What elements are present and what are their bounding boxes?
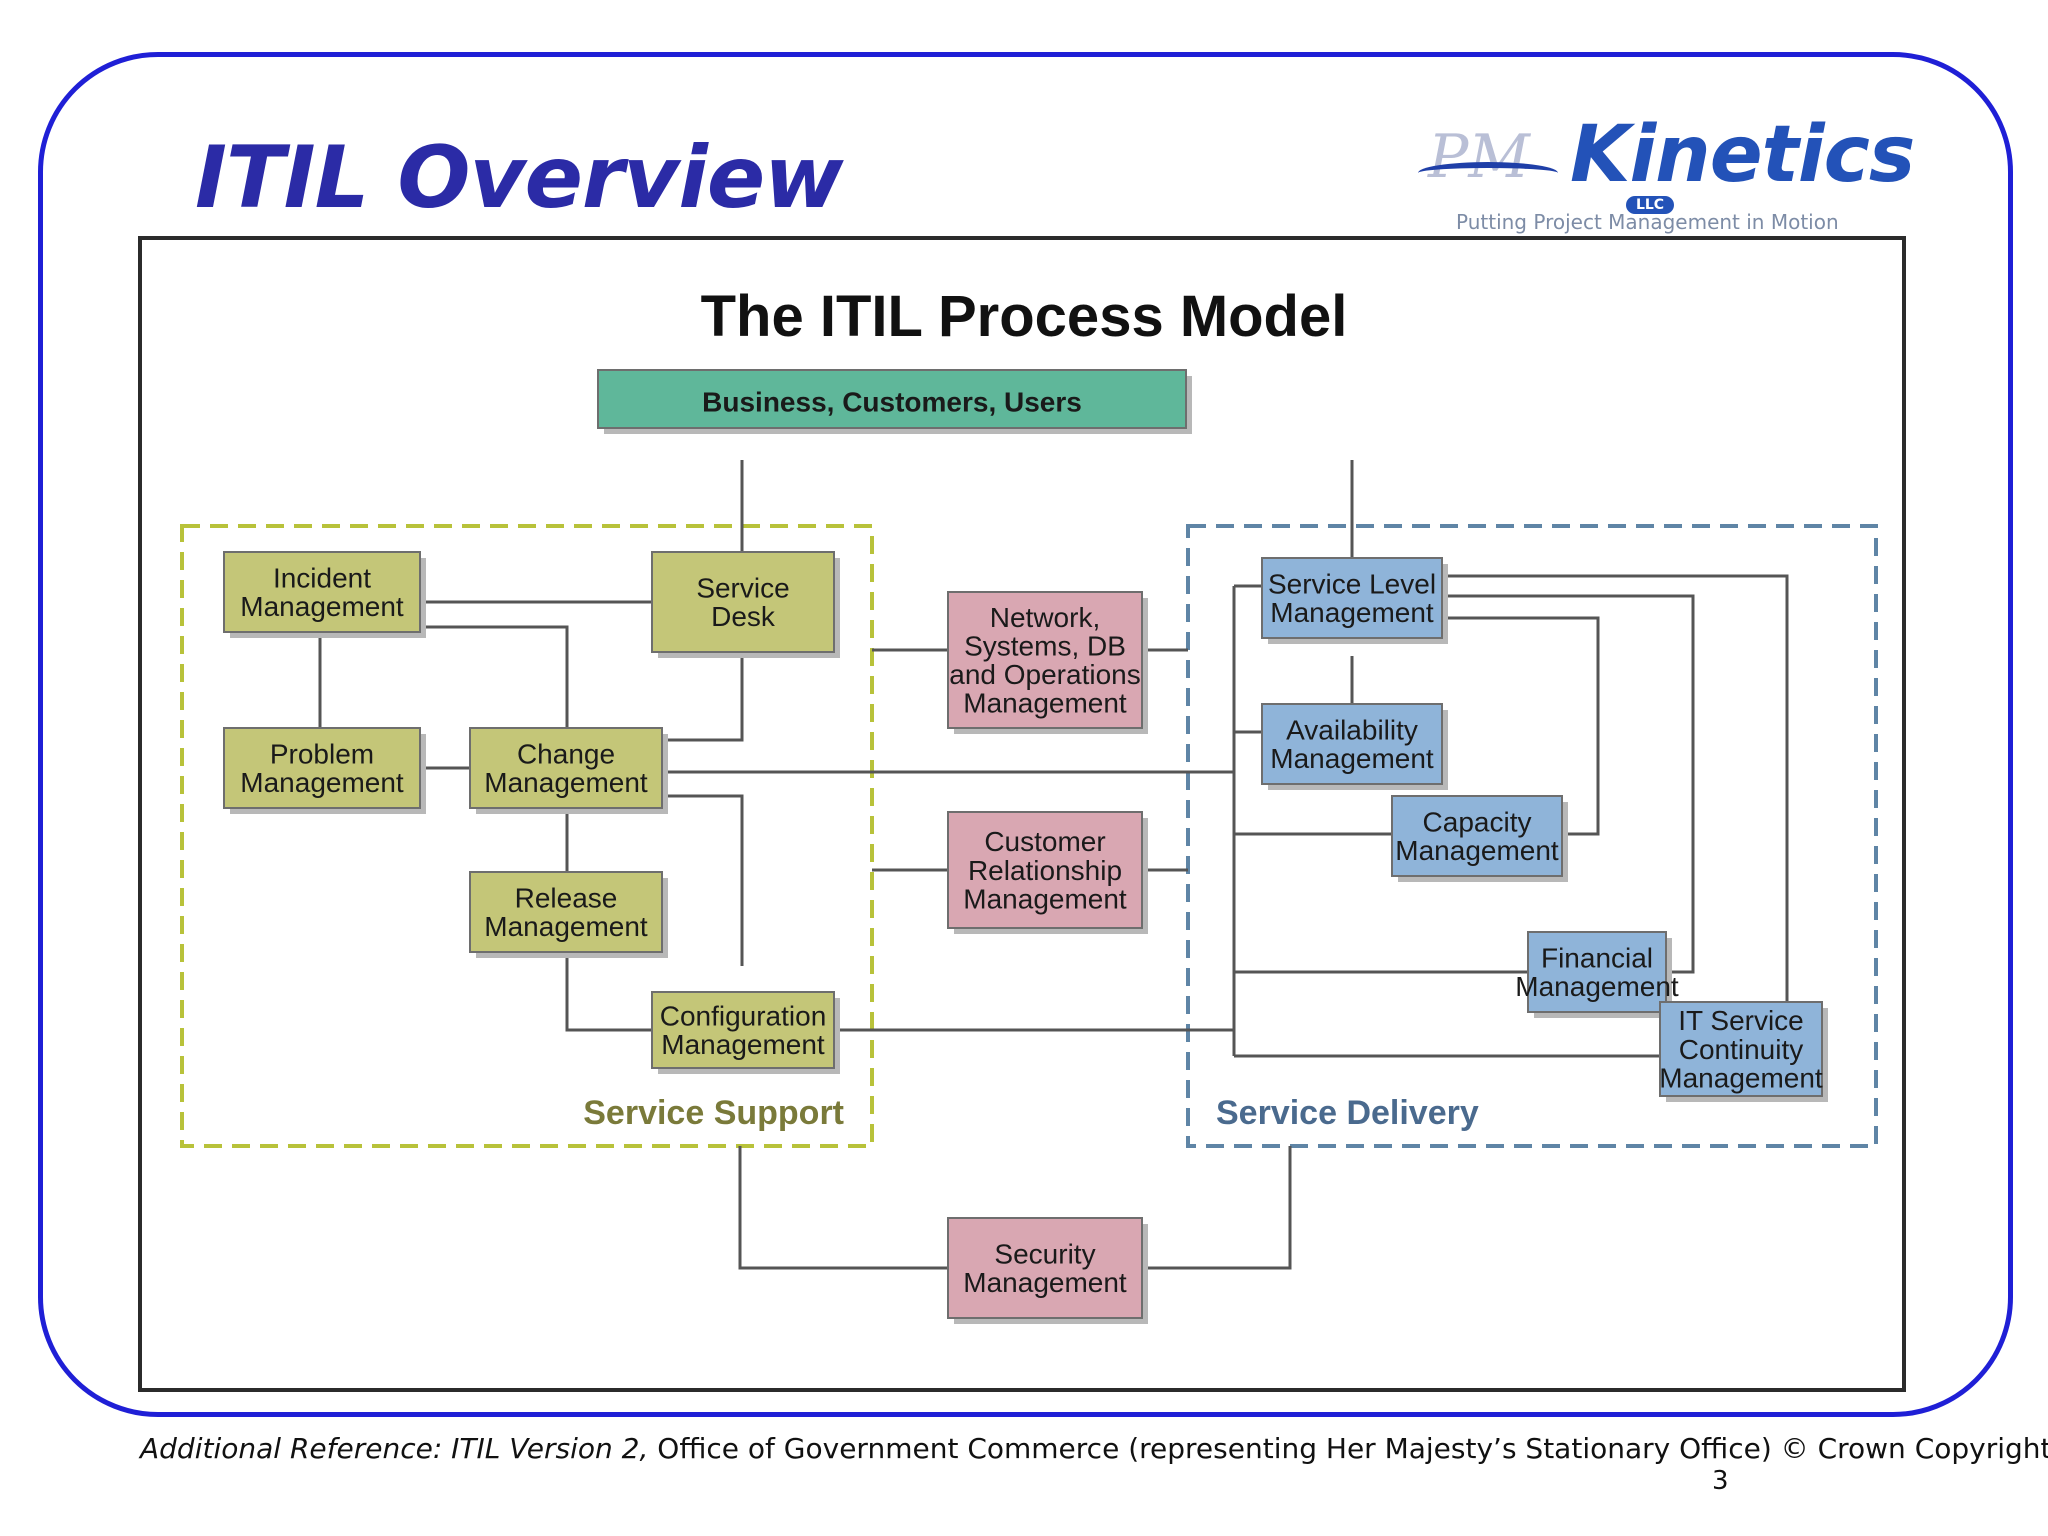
node-label: Change bbox=[517, 739, 615, 770]
node-label: Service Level bbox=[1268, 569, 1436, 600]
process-node: Business, Customers, Users bbox=[597, 369, 1192, 434]
reference-italic: Additional Reference: ITIL Version 2, bbox=[140, 1432, 649, 1465]
connector-line bbox=[1442, 616, 1600, 836]
node-label: Management bbox=[1515, 971, 1679, 1002]
node-label: Relationship bbox=[968, 855, 1122, 886]
node-label: IT Service bbox=[1678, 1005, 1804, 1036]
node-label: Management bbox=[1659, 1062, 1823, 1093]
connector-line bbox=[662, 650, 744, 742]
node-label: Security bbox=[994, 1239, 1095, 1270]
node-label: Systems, DB bbox=[964, 631, 1126, 662]
node-label: Network, bbox=[990, 602, 1100, 633]
connector-line bbox=[565, 952, 652, 1032]
slide-frame bbox=[38, 52, 2013, 1417]
logo-swoosh-icon bbox=[1418, 162, 1558, 184]
diagram-title: The ITIL Process Model bbox=[701, 284, 1348, 349]
node-box bbox=[1261, 557, 1443, 639]
node-label: Management bbox=[240, 767, 404, 798]
service-delivery-label: Service Delivery bbox=[1216, 1094, 1479, 1132]
reference-text: Office of Government Commerce (represent… bbox=[648, 1432, 2048, 1465]
node-label: Management bbox=[1395, 835, 1559, 866]
connector-line bbox=[738, 1146, 948, 1270]
node-label: Management bbox=[963, 1267, 1127, 1298]
node-label: Problem bbox=[270, 739, 374, 770]
connector-lines bbox=[318, 460, 1789, 1270]
node-label: Business, Customers, Users bbox=[702, 387, 1082, 418]
node-box bbox=[1261, 703, 1443, 785]
slide-title: ITIL Overview bbox=[195, 128, 844, 228]
node-label: Management bbox=[661, 1029, 825, 1060]
additional-reference: Additional Reference: ITIL Version 2, Of… bbox=[140, 1432, 2048, 1465]
node-label: Capacity bbox=[1423, 807, 1532, 838]
node-label: Management bbox=[963, 883, 1127, 914]
process-nodes: Business, Customers, UsersIncidentManage… bbox=[223, 369, 1828, 1324]
connector-line bbox=[662, 794, 744, 966]
service-support-label: Service Support bbox=[583, 1094, 844, 1132]
node-label: Release bbox=[515, 883, 618, 914]
logo-suffix: LLC bbox=[1626, 196, 1674, 214]
node-label: Management bbox=[240, 591, 404, 622]
diagram-figure: The ITIL Process Model Service Support S… bbox=[138, 236, 1906, 1392]
node-box bbox=[947, 1217, 1143, 1319]
page-number: 3 bbox=[1712, 1466, 1729, 1496]
node-box bbox=[947, 591, 1143, 729]
node-box bbox=[469, 727, 663, 809]
process-model-diagram: The ITIL Process Model Service Support S… bbox=[180, 284, 1878, 1324]
node-label: and Operations bbox=[949, 659, 1140, 690]
node-box bbox=[651, 991, 835, 1069]
node-box bbox=[651, 551, 835, 653]
service-delivery-region bbox=[1186, 524, 1878, 1148]
node-box bbox=[1391, 795, 1563, 877]
node-label: Service bbox=[696, 573, 789, 604]
connector-line bbox=[1142, 1146, 1292, 1270]
connector-line bbox=[1442, 594, 1695, 974]
node-box bbox=[223, 551, 421, 633]
node-label: Management bbox=[1270, 743, 1434, 774]
node-box bbox=[947, 811, 1143, 929]
node-label: Incident bbox=[273, 563, 371, 594]
node-label: Configuration bbox=[660, 1001, 827, 1032]
node-label: Management bbox=[484, 911, 648, 942]
node-label: Management bbox=[484, 767, 648, 798]
node-label: Financial bbox=[1541, 943, 1653, 974]
node-box bbox=[469, 871, 663, 953]
company-logo: PM Kinetics LLC Putting Project Manageme… bbox=[1410, 110, 1915, 238]
node-box bbox=[597, 369, 1187, 429]
node-label: Availability bbox=[1286, 715, 1418, 746]
node-label: Customer bbox=[984, 826, 1105, 857]
logo-tagline: Putting Project Management in Motion bbox=[1456, 210, 1839, 234]
logo-name: Kinetics bbox=[1570, 110, 1915, 200]
node-label: Continuity bbox=[1679, 1034, 1804, 1065]
node-box bbox=[223, 727, 421, 809]
node-label: Management bbox=[963, 688, 1127, 719]
node-box bbox=[1527, 931, 1667, 1013]
node-label: Management bbox=[1270, 597, 1434, 628]
node-box bbox=[1659, 1001, 1823, 1097]
connector-line bbox=[417, 625, 569, 728]
service-support-region bbox=[180, 524, 874, 1148]
node-label: Desk bbox=[711, 601, 776, 632]
